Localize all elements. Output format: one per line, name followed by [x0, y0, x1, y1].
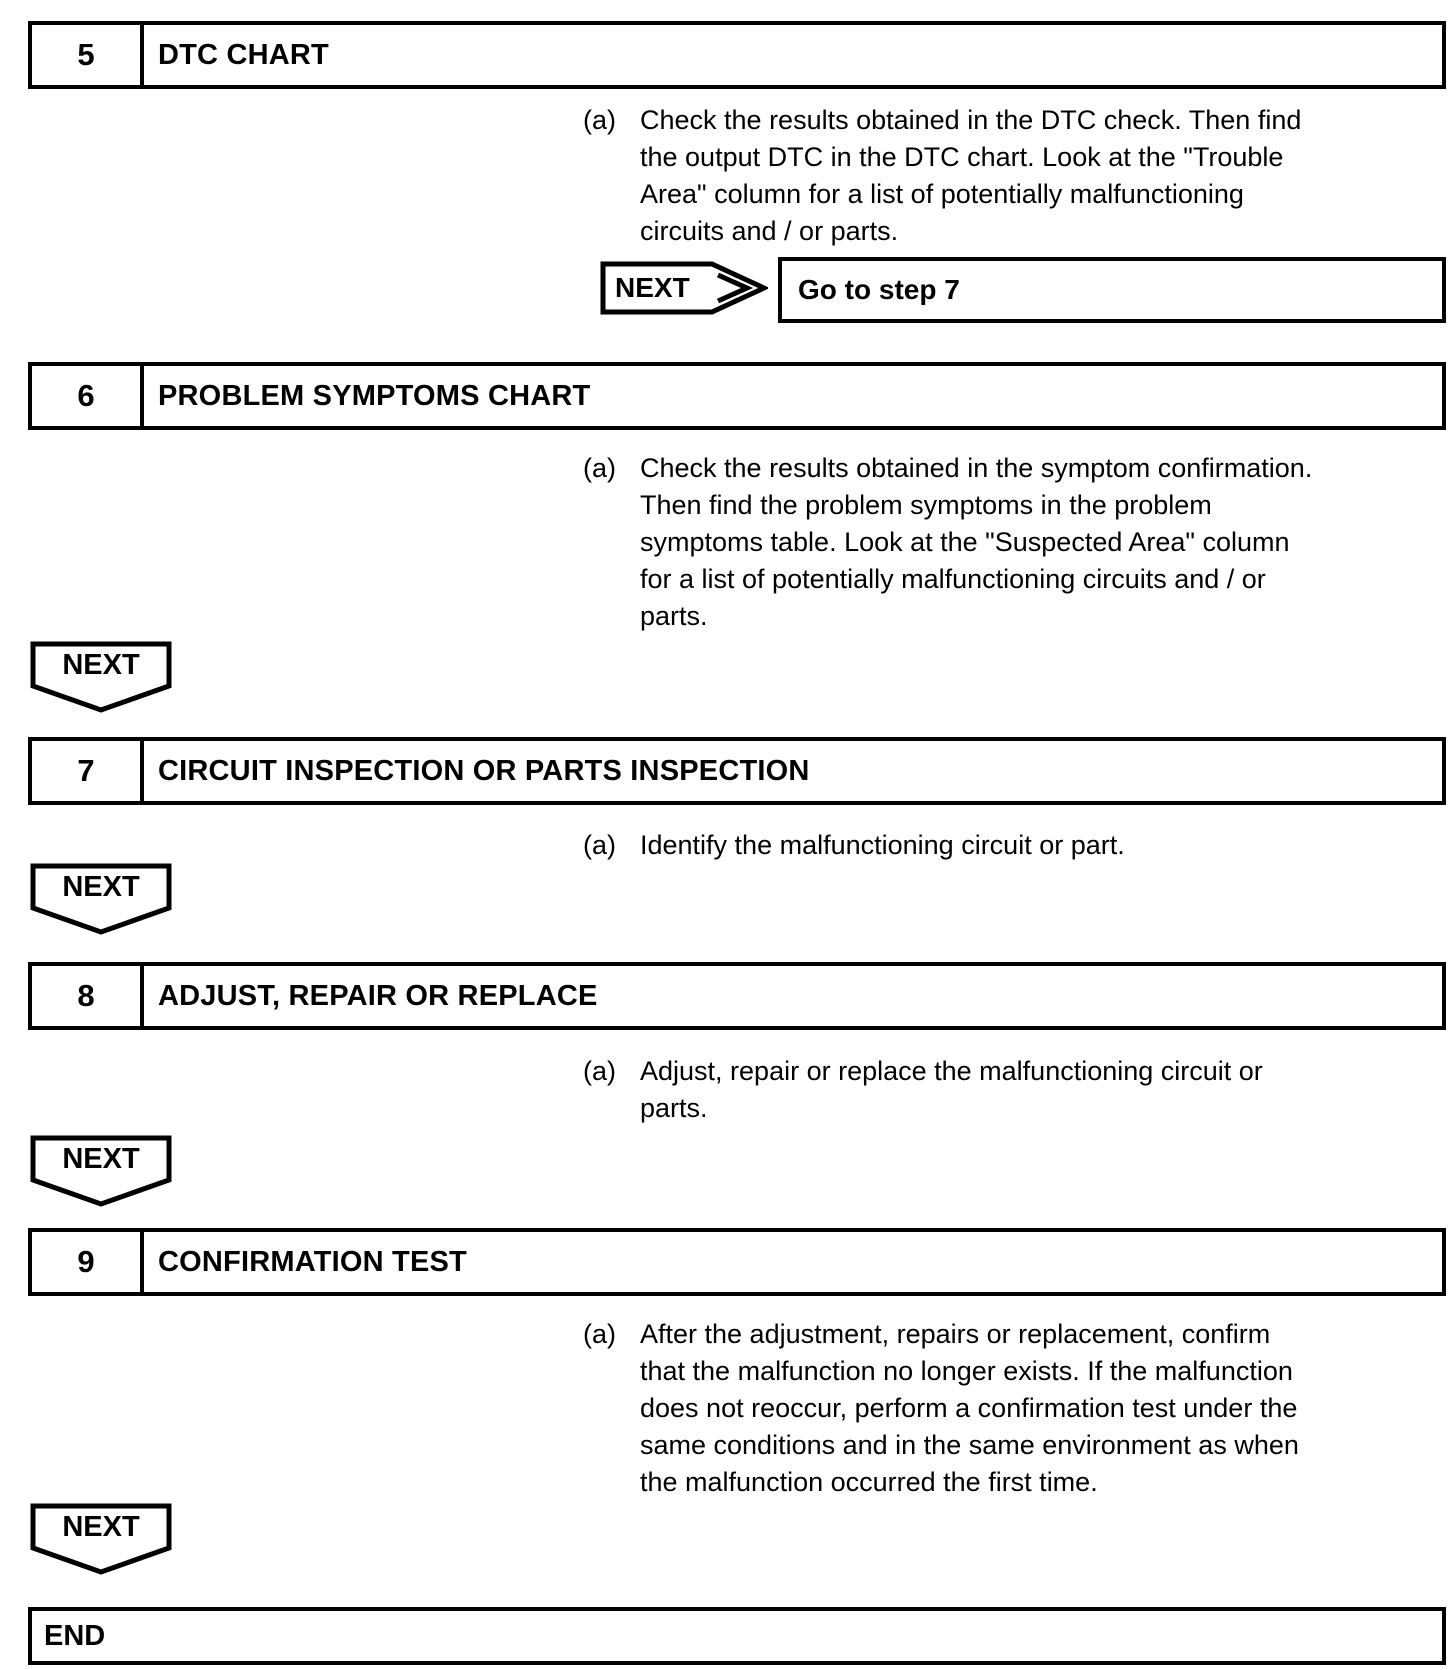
next-label: NEXT: [62, 649, 140, 681]
step-number: 9: [32, 1232, 144, 1292]
step-title: CONFIRMATION TEST: [158, 1245, 467, 1278]
procedure-line: same conditions and in the same environm…: [640, 1430, 1299, 1460]
item-label: (a): [583, 830, 616, 860]
item-label: (a): [583, 1319, 616, 1349]
end-box: END: [28, 1607, 1446, 1665]
step-title: CIRCUIT INSPECTION OR PARTS INSPECTION: [158, 754, 810, 787]
arrow-down-banner-icon: [30, 863, 172, 935]
step-5-procedure: (a) Check the results obtained in the DT…: [583, 102, 1301, 250]
procedure-line: Then find the problem symptoms in the pr…: [640, 490, 1212, 520]
step-number: 7: [32, 741, 144, 801]
step-6-procedure: (a) Check the results obtained in the sy…: [583, 450, 1312, 635]
procedure-text: Check the results obtained in the DTC ch…: [640, 102, 1301, 250]
procedure-line: for a list of potentially malfunctioning…: [640, 564, 1266, 594]
step-7-procedure: (a) Identify the malfunctioning circuit …: [583, 827, 1125, 864]
next-banner-down: NEXT: [30, 641, 172, 713]
result-action-label: Go to step 7: [798, 274, 960, 305]
procedure-line: Check the results obtained in the DTC ch…: [640, 105, 1302, 135]
procedure-line: parts.: [640, 601, 708, 631]
step-header-8: 8 ADJUST, REPAIR OR REPLACE: [28, 962, 1446, 1030]
step-number: 6: [32, 366, 144, 426]
step-8-procedure: (a) Adjust, repair or replace the malfun…: [583, 1053, 1263, 1127]
procedure-text: Adjust, repair or replace the malfunctio…: [640, 1053, 1263, 1127]
procedure-line: Check the results obtained in the sympto…: [640, 453, 1313, 483]
procedure-line: Area" column for a list of potentially m…: [640, 179, 1244, 209]
arrow-down-banner-icon: [30, 1135, 172, 1207]
next-label: NEXT: [615, 272, 690, 303]
step-number: 5: [32, 25, 144, 85]
step-title: PROBLEM SYMPTOMS CHART: [158, 379, 591, 412]
procedure-text: Identify the malfunctioning circuit or p…: [640, 827, 1125, 864]
procedure-line: that the malfunction no longer exists. I…: [640, 1356, 1293, 1386]
arrow-right-banner-icon: [600, 261, 768, 315]
chevron-right-icon: [716, 272, 754, 304]
step-header-5: 5 DTC CHART: [28, 21, 1446, 89]
procedure-line: circuits and / or parts.: [640, 216, 899, 246]
procedure-line: does not reoccur, perform a confirmation…: [640, 1393, 1298, 1423]
result-action-box: Go to step 7: [778, 257, 1446, 323]
item-label: (a): [583, 1056, 616, 1086]
next-label: NEXT: [62, 1511, 140, 1543]
procedure-line: the malfunction occurred the first time.: [640, 1467, 1098, 1497]
procedure-text: Check the results obtained in the sympto…: [640, 450, 1312, 635]
next-label: NEXT: [62, 1143, 140, 1175]
next-banner-right: NEXT: [600, 261, 768, 315]
next-banner-down: NEXT: [30, 1135, 172, 1207]
procedure-line: After the adjustment, repairs or replace…: [640, 1319, 1271, 1349]
item-label: (a): [583, 453, 616, 483]
procedure-text: After the adjustment, repairs or replace…: [640, 1316, 1299, 1501]
item-label: (a): [583, 105, 616, 135]
step-title: DTC CHART: [158, 38, 329, 71]
next-banner-down: NEXT: [30, 863, 172, 935]
next-label: NEXT: [62, 871, 140, 903]
step-header-9: 9 CONFIRMATION TEST: [28, 1228, 1446, 1296]
arrow-down-banner-icon: [30, 1503, 172, 1575]
arrow-down-banner-icon: [30, 641, 172, 713]
step-header-6: 6 PROBLEM SYMPTOMS CHART: [28, 362, 1446, 430]
procedure-line: the output DTC in the DTC chart. Look at…: [640, 142, 1284, 172]
procedure-line: Identify the malfunctioning circuit or p…: [640, 830, 1125, 860]
step-number: 8: [32, 966, 144, 1026]
procedure-line: symptoms table. Look at the "Suspected A…: [640, 527, 1290, 557]
end-label: END: [44, 1619, 106, 1652]
procedure-line: parts.: [640, 1093, 708, 1123]
step-header-7: 7 CIRCUIT INSPECTION OR PARTS INSPECTION: [28, 737, 1446, 805]
step-9-procedure: (a) After the adjustment, repairs or rep…: [583, 1316, 1299, 1501]
step-title: ADJUST, REPAIR OR REPLACE: [158, 979, 598, 1012]
procedure-line: Adjust, repair or replace the malfunctio…: [640, 1056, 1263, 1086]
next-banner-down: NEXT: [30, 1503, 172, 1575]
